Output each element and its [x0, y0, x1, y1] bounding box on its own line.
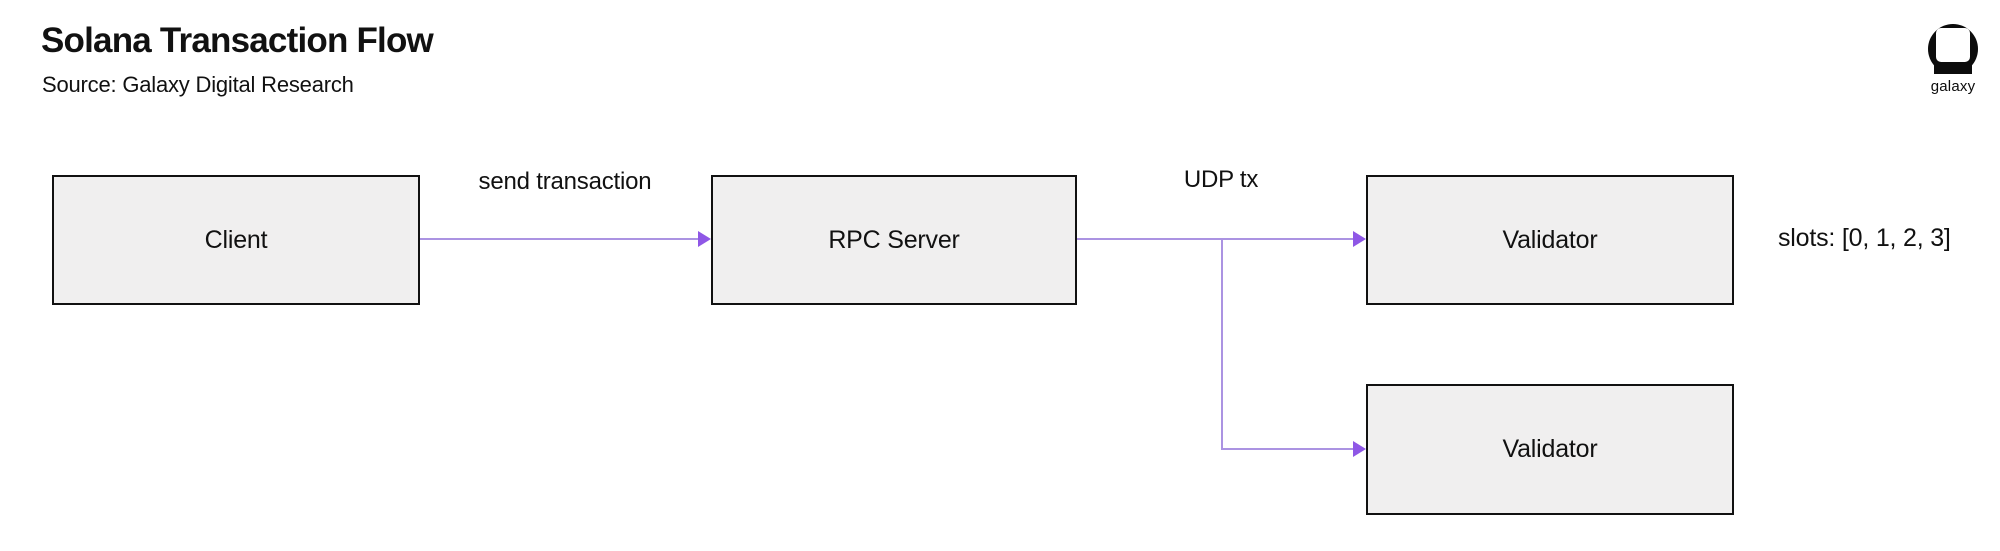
edge-client-to-rpc-line — [420, 238, 700, 240]
node-client-label: Client — [204, 225, 268, 254]
arrowhead-icon — [698, 231, 711, 247]
node-client: Client — [52, 175, 420, 305]
arrowhead-icon — [1353, 441, 1366, 457]
node-validator-2: Validator — [1366, 384, 1734, 515]
node-validator-1-label: Validator — [1502, 225, 1598, 254]
page-title: Solana Transaction Flow — [41, 21, 434, 60]
galaxy-logo-icon — [1928, 24, 1978, 74]
slots-annotation: slots: [0, 1, 2, 3] — [1778, 224, 1951, 252]
node-validator-1: Validator — [1366, 175, 1734, 305]
edge-rpc-to-validator1-line — [1077, 238, 1355, 240]
node-validator-2-label: Validator — [1502, 435, 1598, 463]
galaxy-logo: galaxy — [1922, 24, 1984, 95]
logo-bar-shape — [1934, 62, 1972, 74]
logo-square-shape — [1936, 28, 1970, 62]
node-rpc-server: RPC Server — [711, 175, 1077, 305]
edge-label-udp-tx: UDP tx — [1183, 166, 1259, 193]
edge-rpc-to-validator2-vertical-line — [1221, 239, 1223, 449]
arrowhead-icon — [1353, 231, 1366, 247]
node-rpc-server-label: RPC Server — [828, 225, 960, 254]
edge-rpc-to-validator2-line — [1221, 448, 1355, 450]
edge-label-send-transaction: send transaction — [478, 168, 652, 195]
galaxy-logo-text: galaxy — [1930, 78, 1976, 95]
source-caption: Source: Galaxy Digital Research — [42, 72, 354, 97]
